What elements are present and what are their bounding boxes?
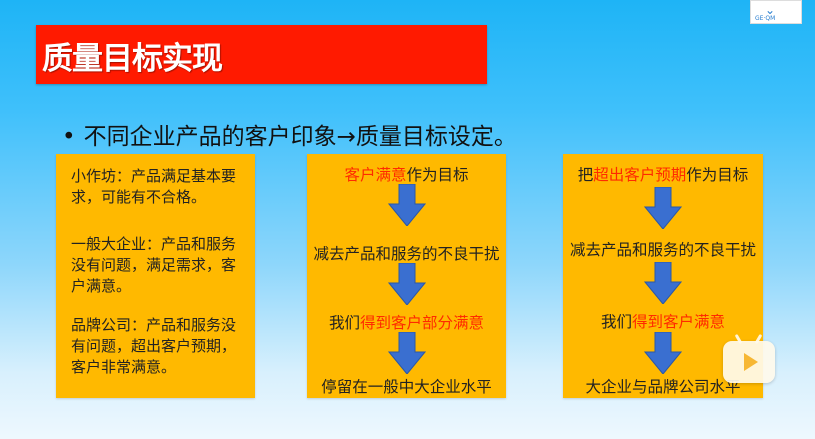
flow-step-1: 客户满意作为目标: [344, 166, 469, 184]
flow-step-4: 大企业与品牌公司水平: [585, 378, 741, 396]
arrow-down-icon: [387, 332, 426, 374]
flow-step-1: 把超出客户预期作为目标: [577, 166, 749, 184]
bullet-text: 不同企业产品的客户印象→质量目标设定。: [83, 124, 517, 150]
bullet-marker: •: [62, 124, 76, 150]
arrow-down-icon: [387, 184, 426, 226]
arrow-down-icon: [644, 187, 682, 229]
flow-step-3: 我们得到客户部分满意: [328, 314, 485, 332]
company-types-box: 小作坊：产品满足基本要求，可能有不合格。 一般大企业：产品和服务没有问题，满足需…: [56, 154, 255, 398]
satisfaction-flow-box: 客户满意作为目标 减去产品和服务的不良干扰 我们得到客户部分满意 停留在一般中大…: [307, 154, 506, 398]
play-icon: [744, 353, 758, 371]
flow-step-4: 停留在一般中大企业水平: [321, 378, 492, 396]
flow-step-2: 减去产品和服务的不良干扰: [569, 241, 756, 259]
logo-text: GE·QM: [755, 15, 776, 22]
video-play-badge[interactable]: [723, 333, 775, 383]
paragraph-large-enterprise: 一般大企业：产品和服务没有问题，满足需求，客户满意。: [71, 235, 237, 295]
paragraph-brand-company: 品牌公司：产品和服务没有问题，超出客户预期，客户非常满意。: [71, 316, 237, 376]
arrow-down-icon: [644, 332, 682, 374]
slide-title-bar: 质量目标实现: [36, 25, 487, 84]
logo: ⌄ GE·QM: [750, 0, 802, 24]
paragraph-workshop: 小作坊：产品满足基本要求，可能有不合格。: [71, 167, 237, 206]
slide-title: 质量目标实现: [42, 41, 223, 77]
flow-step-2: 减去产品和服务的不良干扰: [313, 245, 500, 263]
flow-step-3: 我们得到客户满意: [600, 313, 726, 331]
arrow-down-icon: [644, 262, 682, 304]
bullet-point: • 不同企业产品的客户印象→质量目标设定。: [62, 117, 517, 151]
arrow-down-icon: [387, 263, 426, 305]
chevron-logo-icon: ⌄: [765, 3, 776, 17]
